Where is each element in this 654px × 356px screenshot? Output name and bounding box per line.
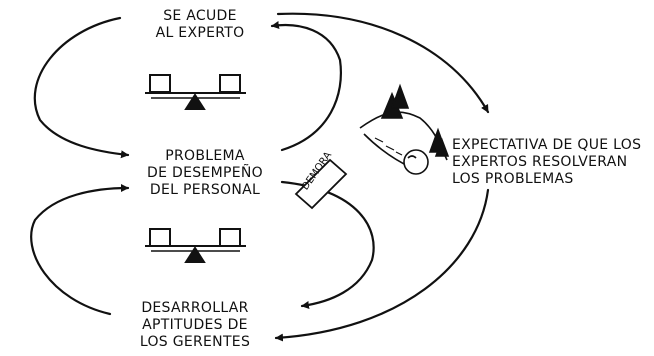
node-expert-line2: AL EXPERTO bbox=[155, 25, 245, 41]
node-expectation-line3: LOS PROBLEMAS bbox=[452, 171, 574, 187]
arrow-develop-to-problem bbox=[30, 184, 130, 316]
arrow-expert-to-expectation bbox=[276, 12, 490, 114]
node-expert-line1: SE ACUDE bbox=[163, 8, 237, 24]
node-develop-line1: DESARROLLAR bbox=[141, 300, 249, 316]
balance-seesaw-icon bbox=[145, 74, 246, 110]
arrow-expectation-to-develop bbox=[274, 188, 490, 342]
arrow-problem-to-expert bbox=[270, 21, 342, 152]
node-develop-line3: LOS GERENTES bbox=[139, 334, 251, 350]
node-problem-line2: DE DESEMPEÑO bbox=[147, 165, 263, 181]
delay-marker bbox=[294, 158, 348, 210]
balance-seesaw-icon bbox=[145, 228, 246, 263]
node-expert: SE ACUDE AL EXPERTO bbox=[140, 8, 260, 42]
arrow-problem-to-develop bbox=[280, 180, 375, 309]
arrow-expert-to-problem bbox=[33, 16, 130, 159]
node-problem-line1: PROBLEMA bbox=[165, 148, 245, 164]
snowball-hill-icon bbox=[359, 83, 450, 175]
node-develop: DESARROLLAR APTITUDES DE LOS GERENTES bbox=[90, 300, 300, 351]
node-problem: PROBLEMA DE DESEMPEÑO DEL PERSONAL bbox=[130, 148, 280, 199]
node-expectation-line1: EXPECTATIVA DE QUE LOS bbox=[452, 137, 642, 153]
node-problem-line3: DEL PERSONAL bbox=[149, 182, 261, 198]
node-develop-line2: APTITUDES DE bbox=[142, 317, 248, 333]
node-expectation-line2: EXPERTOS RESOLVERAN bbox=[452, 154, 628, 170]
node-expectation: EXPECTATIVA DE QUE LOS EXPERTOS RESOLVER… bbox=[452, 137, 652, 188]
